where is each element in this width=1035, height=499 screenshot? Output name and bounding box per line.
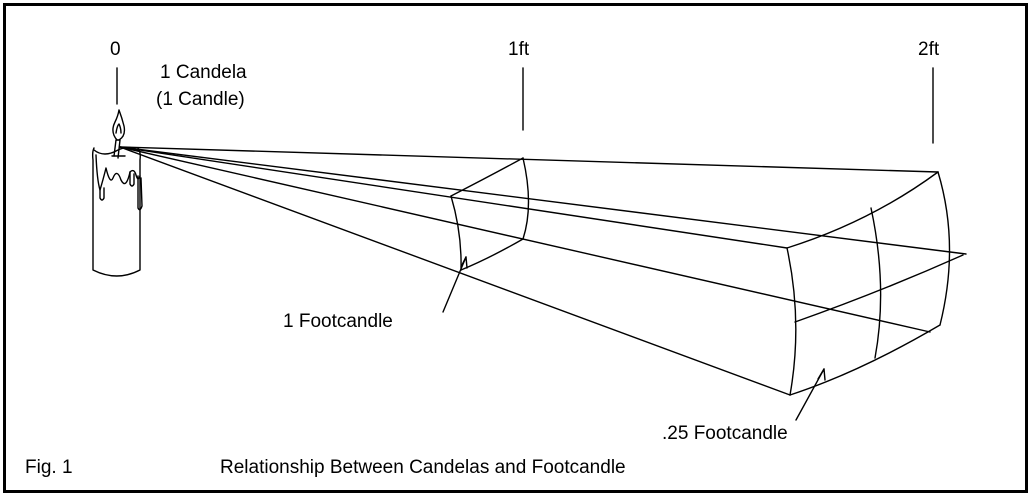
figure-caption: Relationship Between Candelas and Footca…: [220, 457, 626, 478]
pointer-arrow-near: [442, 256, 468, 313]
source-label-candle: (1 Candle): [156, 89, 245, 110]
figure-number: Fig. 1: [25, 457, 73, 478]
light-rays: [119, 146, 967, 396]
near-surface-label: 1 Footcandle: [283, 311, 393, 332]
marker-two-ft-label: 2ft: [918, 39, 940, 60]
one-footcandle-surface: [450, 157, 530, 271]
candle-icon: [91, 109, 143, 277]
source-label-candela: 1 Candela: [160, 62, 247, 83]
quarter-footcandle-surface: [786, 171, 964, 396]
pointer-arrow-far: [795, 368, 826, 421]
far-surface-label: .25 Footcandle: [662, 423, 788, 444]
marker-zero-label: 0: [110, 39, 121, 60]
marker-one-ft-label: 1ft: [508, 39, 530, 60]
figure-border: [3, 3, 1028, 493]
